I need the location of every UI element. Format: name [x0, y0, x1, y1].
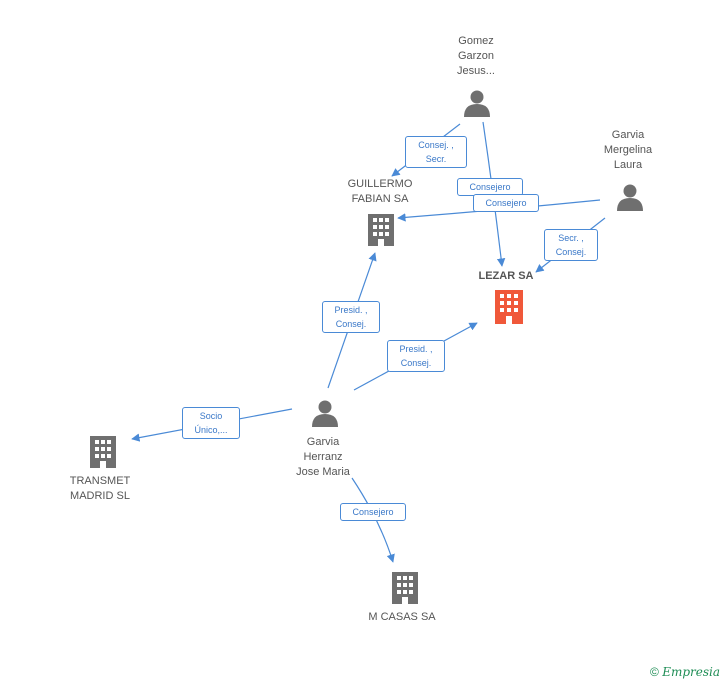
edge-label-herranz-guillermo[interactable]: Presid. , Consej.: [322, 301, 380, 333]
edge-label-herranz-transmet[interactable]: Socio Único,...: [182, 407, 240, 439]
node-label-mcasas[interactable]: M CASAS SA: [368, 611, 436, 623]
edge-label-mergelina-guillermo[interactable]: Consejero: [473, 194, 539, 212]
building-icon-guillermo: [368, 214, 394, 246]
person-icon-mergelina: [617, 184, 643, 211]
node-label-mergelina[interactable]: Garvia Mergelina Laura: [603, 129, 653, 171]
edge-label-gomez-guillermo[interactable]: Consej. , Secr.: [405, 136, 467, 168]
edge-label-herranz-mcasas[interactable]: Consejero: [340, 503, 406, 521]
copyright-icon: ©: [650, 665, 659, 679]
node-label-gomez[interactable]: Gomez Garzon Jesus...: [457, 35, 495, 77]
edge-label-mergelina-lezar[interactable]: Secr. , Consej.: [544, 229, 598, 261]
person-icon-gomez: [464, 90, 490, 117]
brand-name: Empresia: [662, 665, 720, 679]
node-label-lezar[interactable]: LEZAR SA: [478, 270, 534, 282]
building-icon-lezar: [495, 290, 523, 324]
building-icon-transmet: [90, 436, 116, 468]
node-label-transmet[interactable]: TRANSMET MADRID SL: [69, 475, 131, 502]
building-icon-mcasas: [392, 572, 418, 604]
person-icon-herranz: [312, 400, 338, 427]
node-label-guillermo[interactable]: GUILLERMO FABIAN SA: [347, 178, 413, 205]
node-label-herranz[interactable]: Garvia Herranz Jose Maria: [296, 436, 350, 478]
edge-label-herranz-lezar[interactable]: Presid. , Consej.: [387, 340, 445, 372]
footer-brand[interactable]: © Empresia: [650, 665, 720, 679]
